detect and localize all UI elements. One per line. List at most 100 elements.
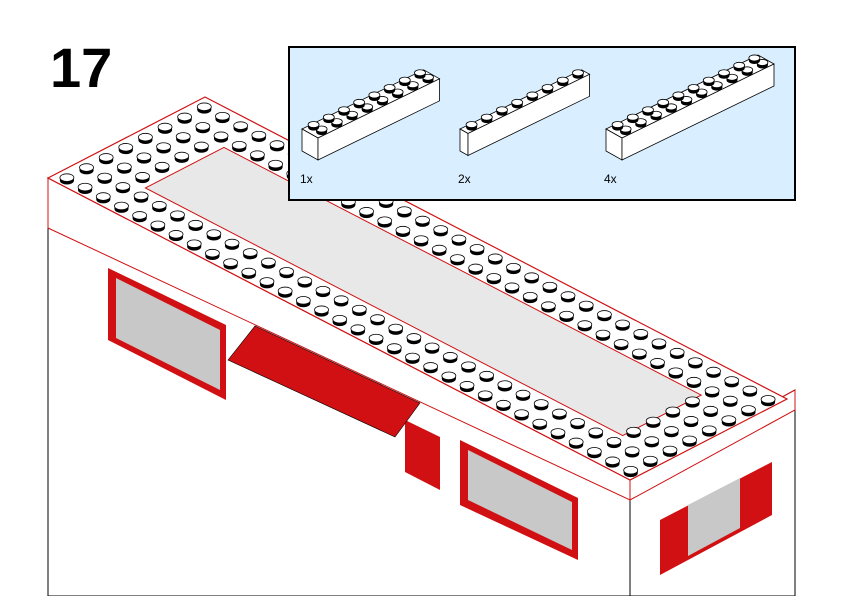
stud (95, 192, 111, 204)
stud (687, 357, 703, 369)
step-number: 17 (50, 36, 113, 99)
stud (623, 465, 639, 478)
stud (633, 329, 649, 341)
building-walls (47, 177, 796, 596)
stud (118, 143, 134, 155)
stud (721, 415, 737, 427)
stud (133, 191, 149, 203)
stud (556, 76, 569, 87)
stud (683, 416, 699, 428)
stud (338, 106, 350, 116)
stud (205, 248, 220, 261)
part-brick-2x8-white (301, 69, 441, 161)
stud (415, 215, 430, 227)
stud (702, 76, 715, 87)
stud (605, 456, 620, 468)
stud (422, 73, 434, 84)
stud (213, 131, 229, 143)
stud (578, 300, 594, 312)
stud (353, 98, 366, 109)
stud (157, 122, 173, 134)
stud (631, 348, 647, 360)
stud (59, 173, 75, 185)
part-brick-2x10-white (605, 54, 775, 161)
stud (568, 437, 584, 449)
stud (135, 172, 150, 184)
stud (524, 272, 540, 284)
stud (241, 267, 257, 279)
stud (626, 113, 639, 124)
stud (506, 262, 521, 275)
stud (477, 390, 493, 402)
stud (597, 310, 612, 322)
stud (542, 281, 558, 293)
stud (395, 225, 411, 238)
stud (668, 367, 684, 379)
stud (295, 296, 311, 308)
stud (572, 69, 584, 79)
parts-callout: 1x 2x 4x (288, 46, 796, 201)
stud (588, 427, 604, 439)
stud (359, 207, 374, 219)
stud (550, 428, 566, 440)
stud (657, 98, 670, 109)
stud (514, 409, 529, 421)
window-side-glass (688, 478, 740, 556)
stud (154, 161, 170, 174)
stud (297, 276, 313, 288)
stud (377, 216, 393, 228)
stud (468, 263, 484, 275)
stud (650, 358, 665, 370)
stud (487, 253, 503, 265)
part-quantity-1: 1x (300, 172, 313, 186)
stud (150, 220, 166, 232)
stud (469, 244, 485, 256)
stud (541, 84, 554, 94)
awning (227, 325, 421, 438)
stud (98, 153, 114, 165)
stud (424, 342, 440, 354)
stud (251, 130, 267, 142)
stud (279, 267, 294, 279)
stud (665, 406, 681, 418)
stud (624, 446, 640, 458)
stud (497, 380, 513, 392)
stud (496, 399, 511, 412)
stud (701, 425, 717, 437)
stud (224, 238, 240, 250)
stud (315, 285, 331, 298)
stud (552, 408, 567, 420)
stud (504, 282, 520, 294)
stud (686, 376, 702, 389)
part-quantity-2: 2x (458, 172, 471, 186)
stud (115, 182, 131, 194)
stud (595, 329, 611, 341)
parts-illustrations (301, 54, 775, 161)
stud (386, 343, 402, 355)
stud (451, 234, 467, 246)
stud (706, 366, 721, 378)
stud (742, 385, 758, 397)
stud (642, 106, 654, 116)
stud (559, 310, 574, 322)
stud (77, 182, 93, 194)
stud (186, 239, 202, 251)
courtyard-opening (144, 146, 703, 437)
stud (174, 151, 190, 163)
stud (644, 436, 660, 448)
stud (231, 140, 247, 153)
stud (188, 219, 204, 232)
stud (223, 258, 238, 270)
stud (136, 152, 152, 164)
stud (733, 61, 746, 72)
part-quantity-3: 4x (604, 172, 617, 186)
stud (541, 301, 556, 313)
window-left-glass (116, 278, 220, 390)
stud (268, 159, 283, 171)
stud (388, 323, 404, 335)
stud (703, 405, 719, 418)
stud (406, 333, 422, 345)
stud (307, 121, 320, 131)
stud (79, 163, 94, 175)
stud (724, 376, 740, 388)
